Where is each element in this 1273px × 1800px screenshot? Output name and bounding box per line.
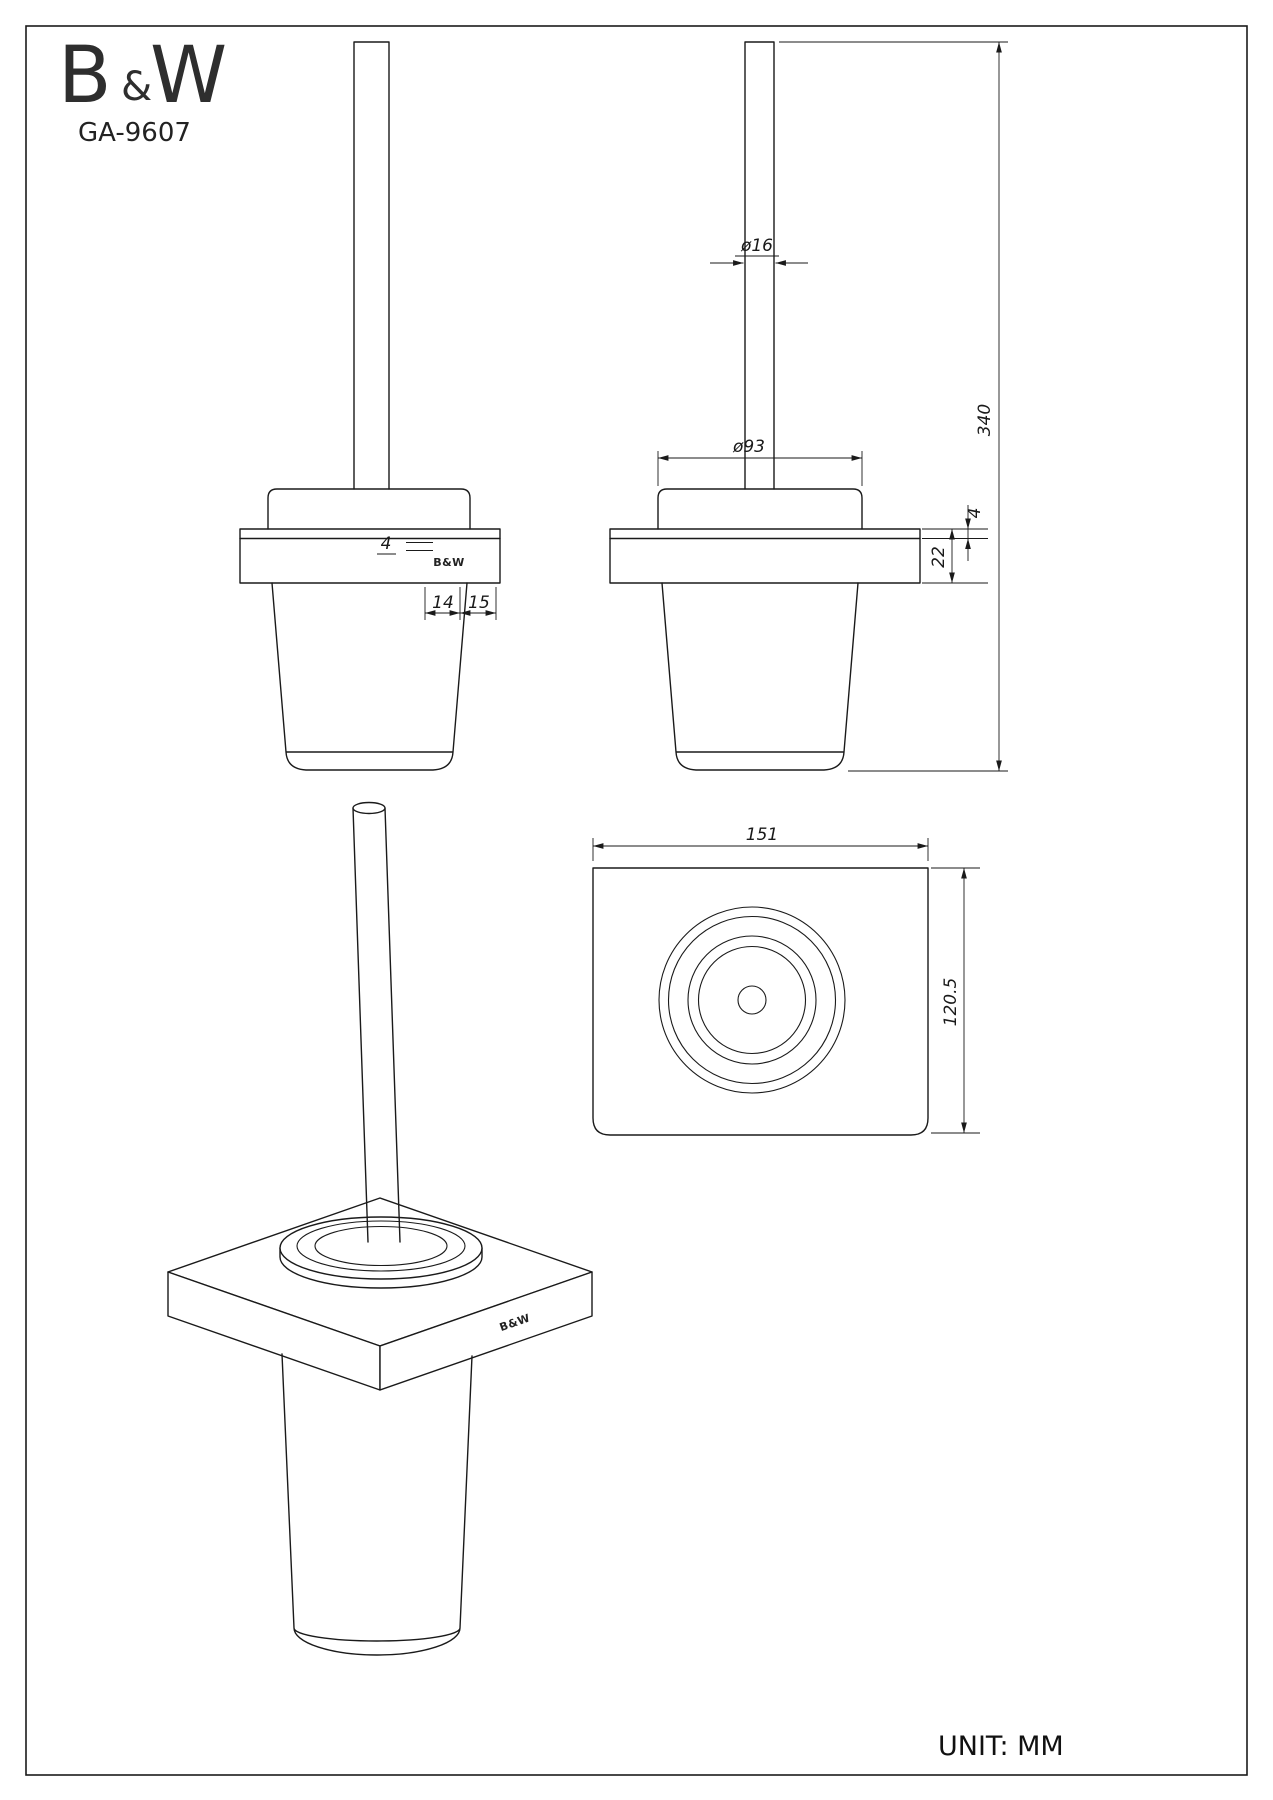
top-dim-width-label: 151 — [746, 825, 778, 845]
front-wall-plate — [239, 528, 501, 584]
side-dimension-plate-thickness: 22 — [922, 528, 988, 584]
front-dim-15-label: 15 — [468, 593, 490, 613]
top-dimension-width: 151 — [592, 825, 929, 861]
isometric-view: B&W — [167, 801, 593, 1656]
side-brush-rod — [744, 41, 775, 490]
front-dim-14-label: 14 — [432, 593, 454, 613]
front-holder-collar — [267, 488, 471, 530]
top-dimension-depth: 120.5 — [931, 867, 980, 1134]
side-holder-collar — [657, 488, 863, 530]
front-plate-logo: B&W — [433, 556, 465, 569]
top-dim-depth-label: 120.5 — [941, 978, 961, 1027]
side-view: ø16 ø93 340 22 — [609, 41, 1008, 772]
side-dimension-collar-diameter: ø93 — [657, 437, 863, 486]
brand-logo: B & W — [58, 31, 227, 121]
side-dimension-total-height: 340 — [779, 41, 1008, 772]
side-dim-plate-thickness-label: 22 — [929, 546, 949, 568]
side-wall-plate — [609, 528, 921, 584]
logo-letter-w: W — [150, 31, 227, 121]
side-dim-collar-dia-label: ø93 — [732, 437, 765, 457]
front-dimension-offsets: 14 15 — [424, 587, 497, 620]
top-cup-rim-outer-circle — [687, 935, 817, 1065]
front-view: 4 B&W 14 15 — [239, 41, 501, 771]
side-glass-cup — [661, 582, 859, 771]
iso-holder-collar — [279, 1216, 483, 1289]
page-border — [25, 25, 1248, 1776]
top-collar-inner-circle — [667, 915, 837, 1085]
unit-note: UNIT: MM — [938, 1731, 1064, 1762]
front-dimension-lip: 4 — [377, 534, 433, 555]
logo-letter-b: B — [58, 31, 112, 121]
top-wall-plate-outline — [592, 867, 929, 1136]
model-number: GA-9607 — [78, 118, 191, 148]
front-dim-lip-label: 4 — [381, 534, 392, 554]
side-dimension-rod-diameter: ø16 — [710, 236, 808, 266]
iso-plate-right-face — [379, 1271, 593, 1391]
side-dim-rod-dia-label: ø16 — [740, 236, 773, 256]
side-dim-lip-label: 4 — [965, 508, 985, 519]
logo-ampersand: & — [121, 64, 152, 110]
top-rod-circle — [737, 985, 767, 1015]
iso-glass-cup — [281, 1353, 473, 1656]
top-view: 151 120.5 — [592, 825, 980, 1136]
side-dimension-lip: 4 — [965, 505, 985, 561]
front-brush-rod — [353, 41, 390, 490]
front-glass-cup — [271, 582, 468, 771]
top-collar-outer-circle — [658, 906, 846, 1094]
iso-brush-rod — [352, 801, 401, 1243]
top-cup-rim-inner-circle — [697, 945, 807, 1055]
side-dim-height-label: 340 — [975, 404, 995, 436]
